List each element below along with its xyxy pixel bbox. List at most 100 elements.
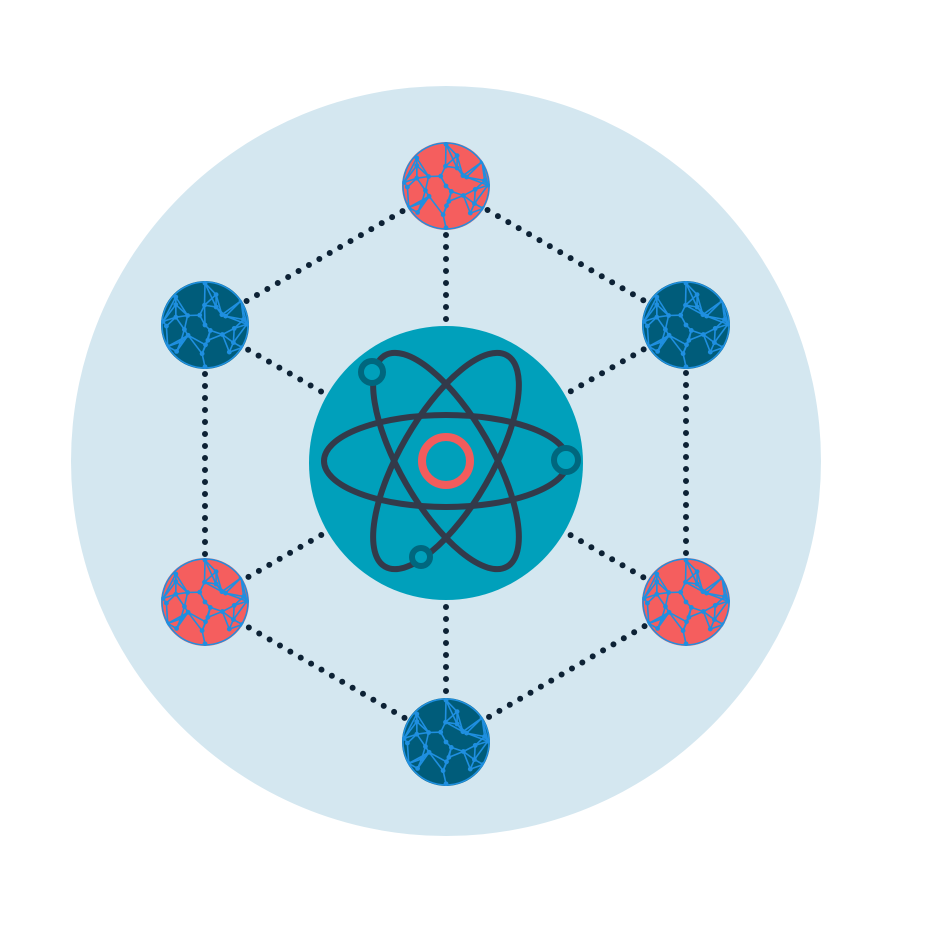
mesh-vertex <box>694 292 700 297</box>
mesh-edge <box>232 323 248 344</box>
connector-lower-right-bottom <box>443 599 689 745</box>
mesh-vertex <box>205 614 211 620</box>
atom-icon <box>321 349 581 573</box>
mesh-vertex <box>443 163 448 169</box>
mesh-vertex <box>197 312 203 318</box>
mesh-vertex <box>213 569 219 574</box>
mesh-vertex <box>688 328 694 333</box>
mesh-vertex <box>423 188 428 193</box>
orbit-ring-2 <box>370 349 522 573</box>
mesh-vertex <box>205 337 211 343</box>
mesh-vertex <box>223 590 229 596</box>
mesh-vertex <box>173 302 179 307</box>
mesh-vertex <box>654 571 660 577</box>
sphere-node-lower-right <box>642 558 730 646</box>
mesh-edge <box>685 559 698 585</box>
mesh-edge <box>684 283 687 306</box>
mesh-vertex <box>178 339 184 345</box>
mesh-edge <box>187 611 203 632</box>
mesh-edge <box>648 334 670 348</box>
mesh-vertex <box>683 322 689 328</box>
sphere-node-upper-right <box>642 281 730 369</box>
mesh-edge <box>721 300 729 325</box>
mesh-vertex <box>185 332 191 338</box>
mesh-vertex <box>405 740 410 746</box>
mesh-vertex <box>712 326 718 331</box>
mesh-vertex <box>678 312 684 318</box>
mesh-edge <box>204 282 217 308</box>
mesh-edge <box>204 581 223 593</box>
sphere-node-lower-left <box>161 558 249 646</box>
mesh-edge <box>175 593 186 607</box>
center-disc <box>309 326 583 600</box>
mesh-vertex <box>472 201 477 207</box>
mesh-vertex <box>414 731 420 737</box>
mesh-edge <box>175 296 189 316</box>
mesh-edge <box>713 323 729 344</box>
mesh-vertex <box>202 322 208 328</box>
mesh-edge <box>706 592 725 598</box>
mesh-vertex <box>443 183 449 189</box>
mesh-edge <box>445 699 458 713</box>
mesh-edge <box>696 294 704 315</box>
mesh-edge <box>162 296 177 322</box>
mesh-vertex <box>659 339 665 345</box>
mesh-vertex <box>680 628 686 634</box>
mesh-vertex <box>655 626 660 631</box>
mesh-vertex <box>207 605 213 610</box>
mesh-vertex <box>663 327 668 332</box>
mesh-vertex <box>684 342 689 348</box>
mesh-edge <box>204 559 217 573</box>
mesh-vertex <box>701 609 706 614</box>
mesh-vertex <box>414 163 420 169</box>
mesh-vertex <box>482 178 487 183</box>
mesh-vertex <box>722 317 727 322</box>
mesh-vertex <box>414 155 420 161</box>
mesh-edge <box>481 161 489 186</box>
mesh-edge <box>403 713 418 739</box>
mesh-vertex <box>666 609 672 615</box>
mesh-edge <box>221 300 242 316</box>
mesh-vertex <box>467 766 473 772</box>
mesh-edge <box>696 571 704 592</box>
mesh-edge <box>706 315 725 321</box>
orbit-ring-3 <box>370 349 522 573</box>
mesh-edge <box>713 600 729 621</box>
electron-3 <box>409 545 433 569</box>
mesh-vertex <box>199 351 205 357</box>
mesh-edge <box>702 577 723 593</box>
mesh-vertex <box>707 626 713 632</box>
mesh-vertex <box>415 766 420 771</box>
mesh-edge <box>685 559 698 573</box>
mesh-vertex <box>454 721 460 727</box>
mesh-edge <box>203 283 206 306</box>
mesh-edge <box>702 300 723 316</box>
mesh-vertex <box>414 719 420 724</box>
mesh-edge <box>204 559 217 585</box>
sphere-node-upper-left <box>161 281 249 369</box>
mesh-vertex <box>173 579 179 584</box>
mesh-vertex <box>182 604 187 609</box>
mesh-vertex <box>663 604 668 609</box>
center-atom <box>309 326 583 600</box>
mesh-edge <box>207 610 223 619</box>
mesh-edge <box>221 611 231 630</box>
mesh-edge <box>240 577 248 602</box>
mesh-vertex <box>680 351 686 357</box>
mesh-edge <box>684 294 698 306</box>
mesh-edge <box>203 571 217 583</box>
mesh-vertex <box>461 193 466 198</box>
mesh-edge <box>466 732 485 738</box>
mesh-vertex <box>654 314 660 320</box>
mesh-vertex <box>678 589 684 595</box>
mesh-vertex <box>197 589 203 595</box>
sphere-node-top <box>402 142 490 230</box>
mesh-vertex <box>415 210 420 215</box>
mesh-vertex <box>448 189 454 194</box>
mesh-vertex <box>666 332 672 338</box>
mesh-vertex <box>213 581 219 587</box>
nucleus-ring <box>418 433 474 489</box>
mesh-vertex <box>438 729 444 735</box>
mesh-edge <box>456 155 464 176</box>
